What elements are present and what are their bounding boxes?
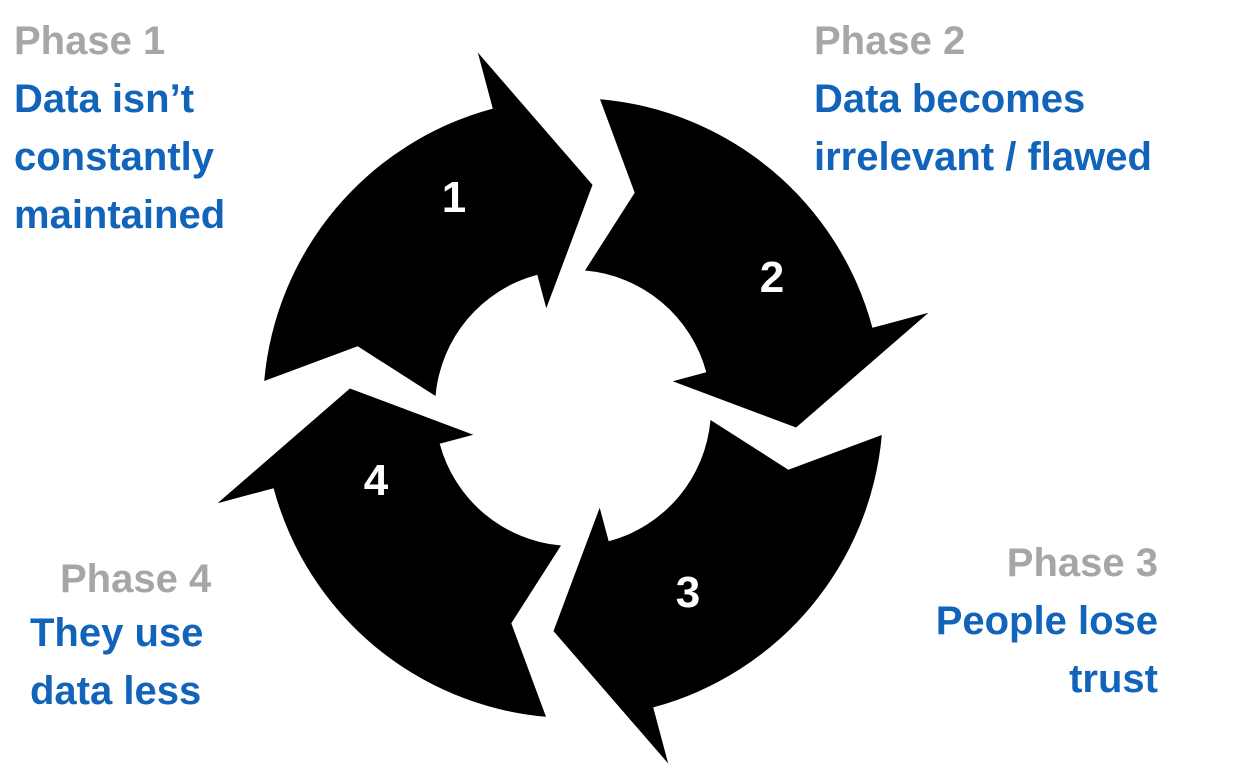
phase-4-callout: Phase 4 They use data less xyxy=(30,556,211,720)
segment-number-4: 4 xyxy=(364,456,389,505)
phase-1-desc-line: maintained xyxy=(14,193,226,237)
phase-1-desc-line: constantly xyxy=(14,135,215,179)
phase-1-description: Data isn’t constantly maintained xyxy=(14,70,225,244)
phase-4-desc-line: data less xyxy=(30,669,202,713)
segment-number-3: 3 xyxy=(676,568,700,617)
cycle-arrow-segment-4 xyxy=(217,388,561,717)
phase-3-desc-line: People lose xyxy=(935,599,1158,643)
cycle-arrow-segment-2 xyxy=(585,99,929,428)
phase-2-desc-line: Data becomes xyxy=(814,77,1086,121)
phase-4-label: Phase 4 xyxy=(60,557,212,601)
phase-3-label: Phase 3 xyxy=(1006,541,1158,585)
phase-4-description: They use data less xyxy=(30,604,211,720)
phase-2-label: Phase 2 xyxy=(814,19,966,63)
phase-2-callout: Phase 2 Data becomes irrelevant / flawed xyxy=(814,18,1152,186)
phase-1-label: Phase 1 xyxy=(14,19,166,63)
phase-1-desc-line: Data isn’t xyxy=(14,77,195,121)
phase-3-description: People lose trust xyxy=(936,592,1158,708)
phase-4-desc-line: They use xyxy=(30,611,204,655)
phase-2-desc-line: irrelevant / flawed xyxy=(814,135,1152,179)
phase-2-description: Data becomes irrelevant / flawed xyxy=(814,70,1152,186)
cycle-arrow-segment-3 xyxy=(553,420,882,764)
phase-3-desc-line: trust xyxy=(1069,657,1158,701)
phase-3-callout: Phase 3 People lose trust xyxy=(936,540,1158,708)
segment-number-2: 2 xyxy=(760,253,784,302)
segment-number-1: 1 xyxy=(442,173,466,222)
phase-1-callout: Phase 1 Data isn’t constantly maintained xyxy=(14,18,225,244)
cycle-arrow-segment-1 xyxy=(264,52,593,396)
